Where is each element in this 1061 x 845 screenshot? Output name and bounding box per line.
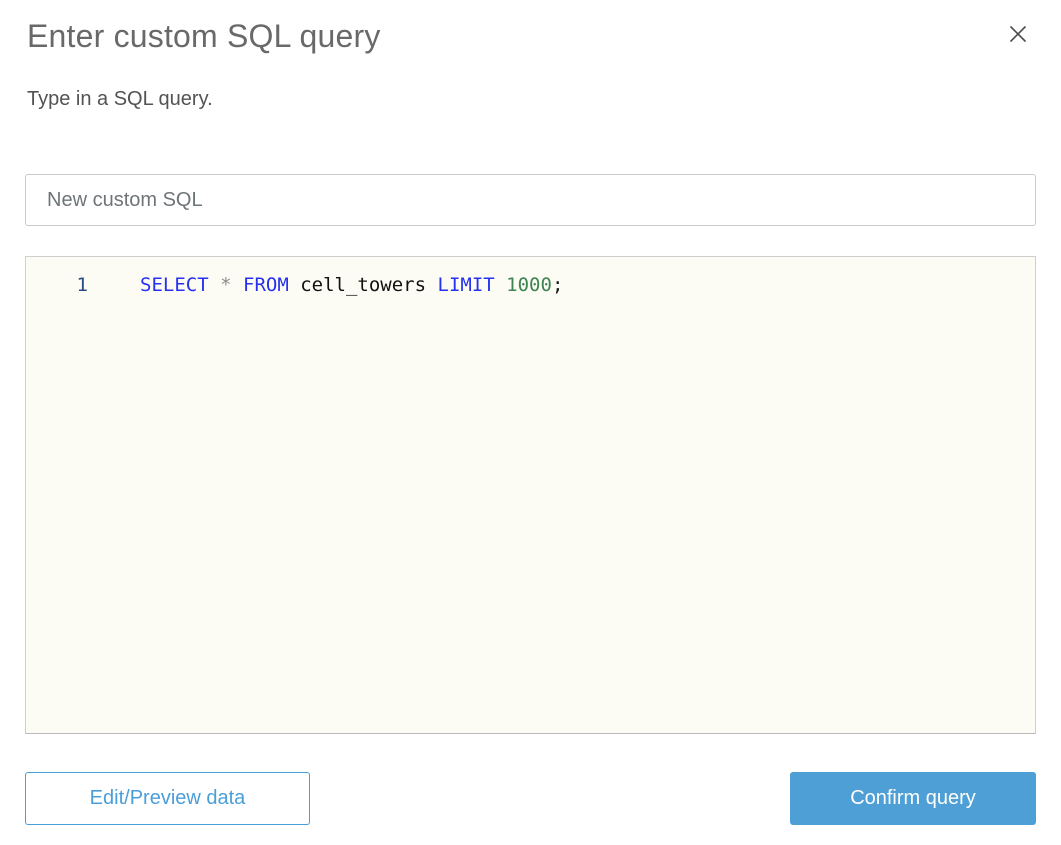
custom-sql-name-input[interactable] [25,174,1036,226]
code-token-keyword: LIMIT [437,274,495,296]
code-token-plain [232,274,243,296]
dialog-footer: Edit/Preview data Confirm query [25,772,1036,825]
code-token-plain [289,274,300,296]
code-token-identifier: cell_towers [300,274,427,296]
code-token-plain [426,274,437,296]
confirm-query-button[interactable]: Confirm query [790,772,1036,825]
code-token-keyword: FROM [243,274,289,296]
close-button[interactable] [1005,21,1031,47]
line-number: 1 [76,274,88,296]
code-token-plain [209,274,220,296]
edit-preview-data-button[interactable]: Edit/Preview data [25,772,310,825]
dialog-title: Enter custom SQL query [27,18,381,54]
code-token-operator: * [220,274,232,296]
code-token-number: 1000 [506,274,552,296]
code-token-punctuation: ; [551,274,564,296]
code-token-keyword: SELECT [140,274,209,296]
dialog-subtitle: Type in a SQL query. [27,88,213,110]
code-text: SELECT * FROM cell_towers LIMIT 1000; [88,271,563,299]
close-icon [1007,23,1029,45]
code-token-plain [495,274,506,296]
